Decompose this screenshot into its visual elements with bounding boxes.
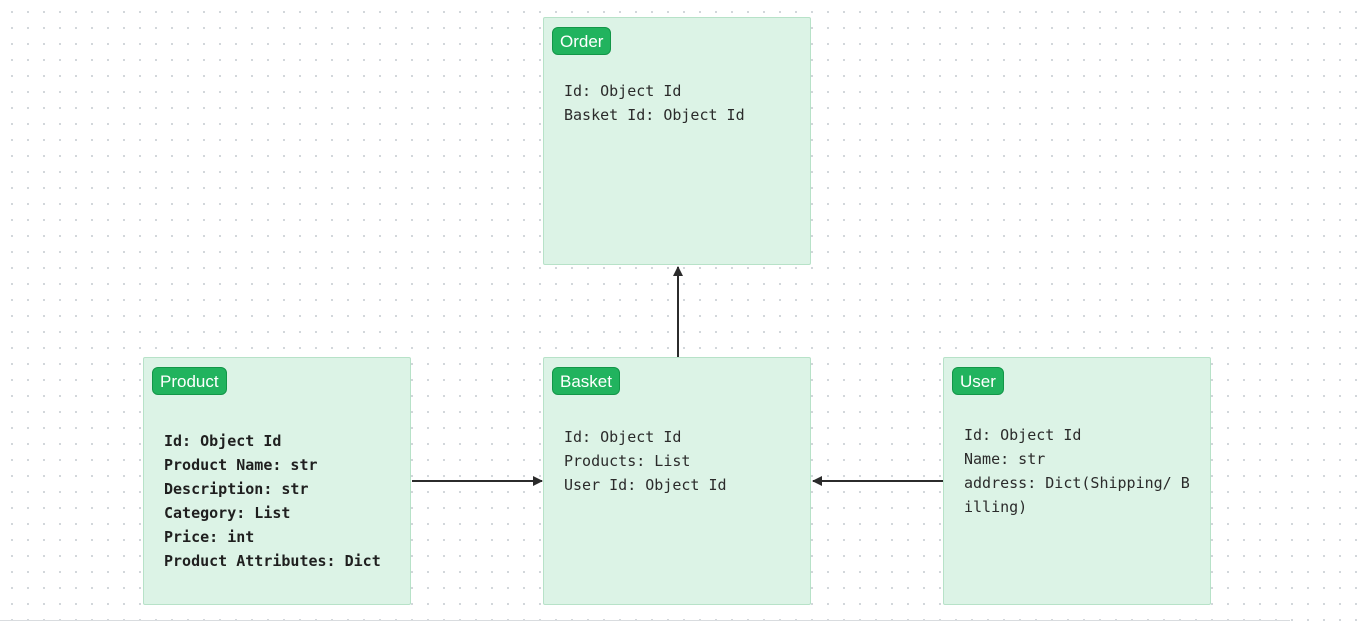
field-product-description: Description: str [164, 480, 309, 498]
entity-order[interactable]: Order Id: Object Id Basket Id: Object Id [543, 17, 811, 265]
entity-user[interactable]: User Id: Object Id Name: str address: Di… [943, 357, 1211, 605]
field-product-id: Id: Object Id [164, 432, 282, 450]
field-user-id: Id: Object Id [964, 426, 1082, 444]
entity-basket-fields: Id: Object Id Products: List User Id: Ob… [564, 425, 727, 497]
entity-product-fields: Id: Object Id Product Name: str Descript… [164, 429, 381, 573]
canvas-bottom-divider [0, 620, 1290, 621]
field-product-name: Product Name: str [164, 456, 318, 474]
field-product-price: Price: int [164, 528, 255, 546]
field-order-basket-id: Basket Id: Object Id [564, 106, 745, 124]
entity-order-title[interactable]: Order [552, 27, 612, 55]
field-basket-products: Products: List [564, 452, 691, 470]
entity-basket[interactable]: Basket Id: Object Id Products: List User… [543, 357, 811, 605]
field-user-name: Name: str [964, 450, 1046, 468]
entity-order-fields: Id: Object Id Basket Id: Object Id [564, 79, 745, 127]
field-basket-id: Id: Object Id [564, 428, 682, 446]
field-product-attributes: Product Attributes: Dict [164, 552, 381, 570]
field-user-address: address: Dict(Shipping/ Billing) [964, 474, 1190, 516]
entity-user-title[interactable]: User [952, 367, 1004, 395]
entity-basket-title[interactable]: Basket [552, 367, 620, 395]
entity-user-fields: Id: Object Id Name: str address: Dict(Sh… [964, 423, 1194, 519]
entity-product[interactable]: Product Id: Object Id Product Name: str … [143, 357, 411, 605]
field-order-id: Id: Object Id [564, 82, 682, 100]
field-product-category: Category: List [164, 504, 291, 522]
entity-product-title[interactable]: Product [152, 367, 227, 395]
field-basket-user-id: User Id: Object Id [564, 476, 727, 494]
